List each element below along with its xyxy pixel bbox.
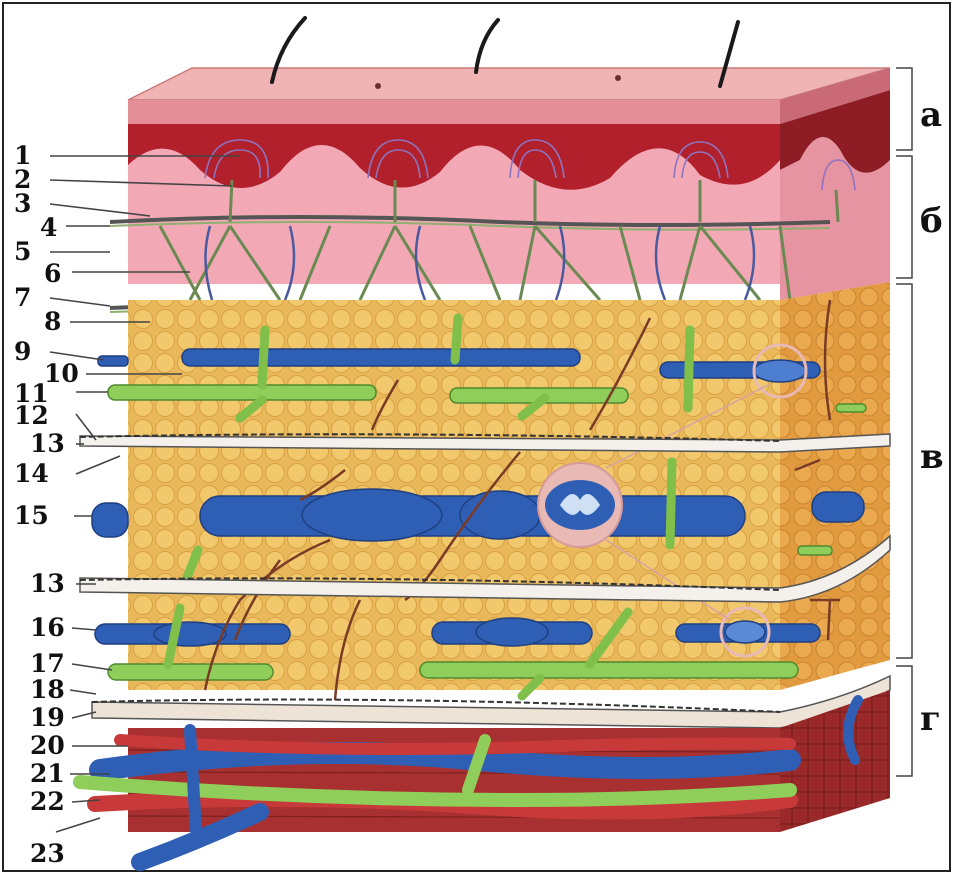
label-13b: 13 xyxy=(30,569,65,598)
zone-g: г xyxy=(920,699,941,739)
epidermis-layer xyxy=(128,68,890,124)
label-17: 17 xyxy=(30,649,65,678)
label-20: 20 xyxy=(30,731,65,760)
label-21: 21 xyxy=(30,759,65,788)
zone-brackets xyxy=(896,68,912,776)
label-18: 18 xyxy=(30,675,65,704)
label-5: 5 xyxy=(14,237,31,266)
zone-b: б xyxy=(920,201,943,241)
label-12: 12 xyxy=(14,401,49,430)
label-15: 15 xyxy=(14,501,49,530)
label-14: 14 xyxy=(14,459,49,488)
label-13: 13 xyxy=(30,429,65,458)
label-7: 7 xyxy=(14,283,31,312)
label-4: 4 xyxy=(40,213,57,242)
label-9: 9 xyxy=(14,337,31,366)
label-10: 10 xyxy=(44,359,79,388)
zone-a: а xyxy=(920,95,942,135)
label-6: 6 xyxy=(44,259,61,288)
number-labels: 1 2 3 4 5 6 7 8 9 10 11 12 13 14 15 13 1… xyxy=(14,141,79,868)
zone-v: в xyxy=(920,437,944,477)
label-19: 19 xyxy=(30,703,65,732)
label-16: 16 xyxy=(30,613,65,642)
label-22: 22 xyxy=(30,787,65,816)
label-23: 23 xyxy=(30,839,65,868)
label-8: 8 xyxy=(44,307,61,336)
zone-letters: а б в г xyxy=(920,95,944,739)
label-3: 3 xyxy=(14,189,31,218)
